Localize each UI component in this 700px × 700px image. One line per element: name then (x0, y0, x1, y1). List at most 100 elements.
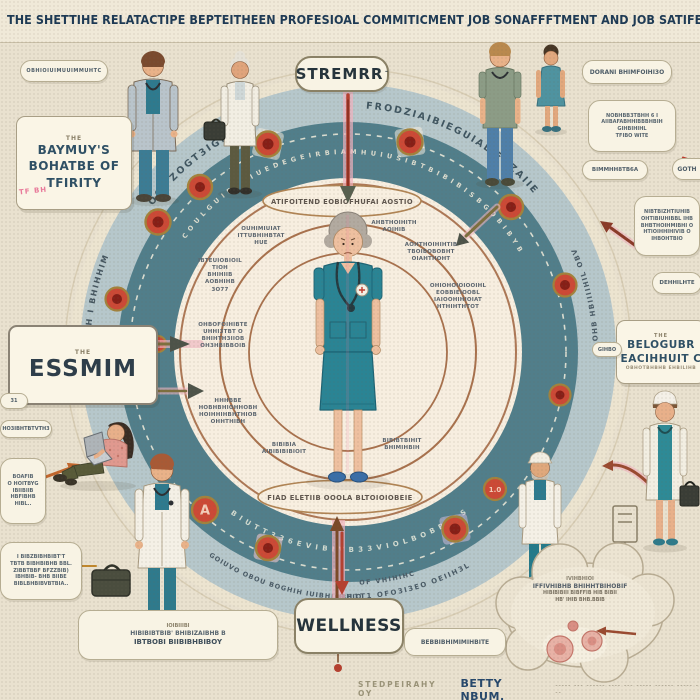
box-line: EACIHHUIT C (620, 352, 700, 365)
baymuy-box: THE BAYMUY'S BOHATBE OF TFIRITY (16, 116, 132, 210)
badge-icon (548, 383, 572, 407)
arrowhead-down (335, 581, 349, 595)
pill-label: BEBBIBHIMIMIHBITE (420, 638, 490, 646)
bubble-line: HBFIBHB (10, 494, 36, 501)
bubble-line: TFIBO WITE (615, 132, 649, 139)
red-dot (334, 664, 342, 672)
right-pill-edge: GOTH (672, 158, 700, 180)
essmim-box: THE ESSMIM (8, 325, 158, 405)
inner-line: BHIMIHBIH (384, 445, 420, 452)
left-pill-1: 31 (0, 393, 28, 409)
box-line: BELOGUBR (627, 338, 695, 351)
bubble-line: BIBLBHBIBVBTBIA.. (13, 581, 69, 588)
cloud-text: IVIHBHIOI IFFIVHIBHB BHIHHTBIHOBIF HIBIB… (518, 576, 642, 605)
figure-woman-teal-dress (535, 44, 567, 136)
inner-line: OHIOHOIOIOOIHL (429, 283, 487, 289)
right-bubble: NIBTBIZHTIUHIB OHTIBIUHIBBL IHB BHBTHOIH… (634, 196, 700, 256)
bubble-line: O HOITBYG (7, 480, 39, 487)
figure-center-nurse (306, 211, 390, 490)
left-bubble-c: IOIBIIIBI HIBIBIBTBIB' BHIBIZAIBHB B IBT… (78, 610, 278, 660)
arrowhead-down (340, 186, 356, 203)
inner-line: AHBTHOIHITH (371, 220, 417, 226)
badge-icon-num: 1.0 (482, 476, 508, 502)
bottom-right-pill: BEBBIBHIMIMIHBITE (404, 628, 506, 656)
cloud-line: HB' IHIB BHB.BBIB (555, 598, 605, 604)
inner-line: OIAHTHOHT (411, 256, 451, 263)
right-box: NOBHBB3TBHH 6 I AIIBAFABHHIBBBHBIH GIHBI… (588, 100, 676, 152)
pill-label: DORANI BHIMFOIHI3O (589, 68, 665, 76)
bubble-line: NIBTBIZHTIUHIB (644, 209, 690, 216)
hub-bottom-pill: WELLNESS (294, 598, 404, 654)
bubble-line: NOBHBB3TBHH 6 I (606, 112, 658, 119)
figure-male-nurse-topright (476, 42, 524, 189)
figure-seated-woman-laptop (53, 422, 136, 491)
pill-label: GIHBO (597, 346, 617, 353)
handbag (203, 121, 226, 141)
arrowhead-upleft (600, 221, 614, 233)
inner-line: HTHIHTHTOT (436, 304, 480, 311)
arrowhead-left (602, 460, 613, 471)
arrowhead-right (170, 336, 190, 352)
left-bubble-b: I BIBZBIBHBIBT'T TBTB BIBHBIBHB BBL. ZIB… (0, 542, 82, 600)
badge-icon (497, 193, 525, 221)
bubble-line: TBTB BIBHBIBHB BBL. (10, 560, 72, 567)
inner-line: EOBBIEIOOBL (436, 290, 480, 297)
cell-shape (567, 620, 579, 632)
bubble-line: BOAFIB (12, 474, 34, 481)
bubble-line: IBIIBIIB (12, 487, 34, 494)
inner-line: HOBHBHIOHHOBH (198, 405, 258, 412)
left-tiny-pill: OBHIOIUIMUUIMMUHTC (20, 60, 108, 82)
badge-icon (144, 208, 172, 236)
cloud-arrow (605, 629, 637, 636)
hub-top-mark: ¯ (384, 69, 389, 79)
inner-line: OH3HBIBBOIB (200, 343, 246, 350)
extras (495, 156, 689, 683)
briefcase (91, 564, 131, 597)
bubble-line: IOIBIIIBI (166, 622, 190, 629)
hub-top-label: STREMRR (295, 65, 384, 83)
badge-icon (104, 286, 130, 312)
bubble-line: GIHBIHIHL (617, 126, 647, 132)
arrowhead-downleft (456, 232, 470, 246)
inner-line: IAIOOHIHIOIAT (434, 297, 482, 304)
inner-line: 3O77 (211, 286, 229, 293)
inner-line: AOBHIHB (205, 279, 235, 286)
badge-icon (439, 513, 471, 545)
credit-line: STEDPEIRAHY OY BETTY NBUM. ----- --- ---… (358, 677, 700, 700)
figures (53, 42, 700, 632)
inner-line: TBOIBOBOBHT (407, 249, 455, 256)
inner-line: OHBOFOIHIBTE (198, 322, 248, 328)
left-pill-2: HO3IBHTBTVTH3 (0, 420, 52, 438)
bubble-line: HTIOIHHIHIVIB O (643, 229, 691, 236)
title-band (0, 0, 700, 43)
cloud-line: IVIHBHIOI (566, 576, 594, 582)
figure-nurse-right (642, 390, 700, 553)
handbag (679, 485, 700, 507)
badge-icon-a: A (190, 495, 220, 525)
badge-icon (252, 128, 284, 160)
oval-bottom-label: FIAD ELETIIB OOOLA BLTOIOIOBEIE (267, 494, 412, 502)
right-pill-mid: BIMMHH8TB6A (582, 160, 648, 180)
badge-icon (394, 126, 426, 158)
pink-artifact (346, 215, 349, 473)
bubble-line: ZIBBTBBF BFZZBIB) (13, 567, 69, 574)
inner-line: OHHTHIBH (210, 419, 246, 426)
essmim-label: ESSMIM (28, 355, 138, 382)
box-small-label: THE (74, 348, 92, 356)
inner-line: UHHI3TBT O (203, 329, 243, 336)
right-pill-top: DORANI BHIMFOIHI3O (582, 60, 672, 84)
arrowhead-up (330, 516, 344, 531)
pill-label: OBHIOIUIMUUIMMUHTC (26, 68, 102, 74)
bubble-line: HIBIBIBTBIB' BHIBIZAIBHB B (130, 629, 226, 637)
inner-line: AIBIBIBIBIOIT (261, 449, 307, 456)
box-small-label: THE (65, 135, 83, 143)
